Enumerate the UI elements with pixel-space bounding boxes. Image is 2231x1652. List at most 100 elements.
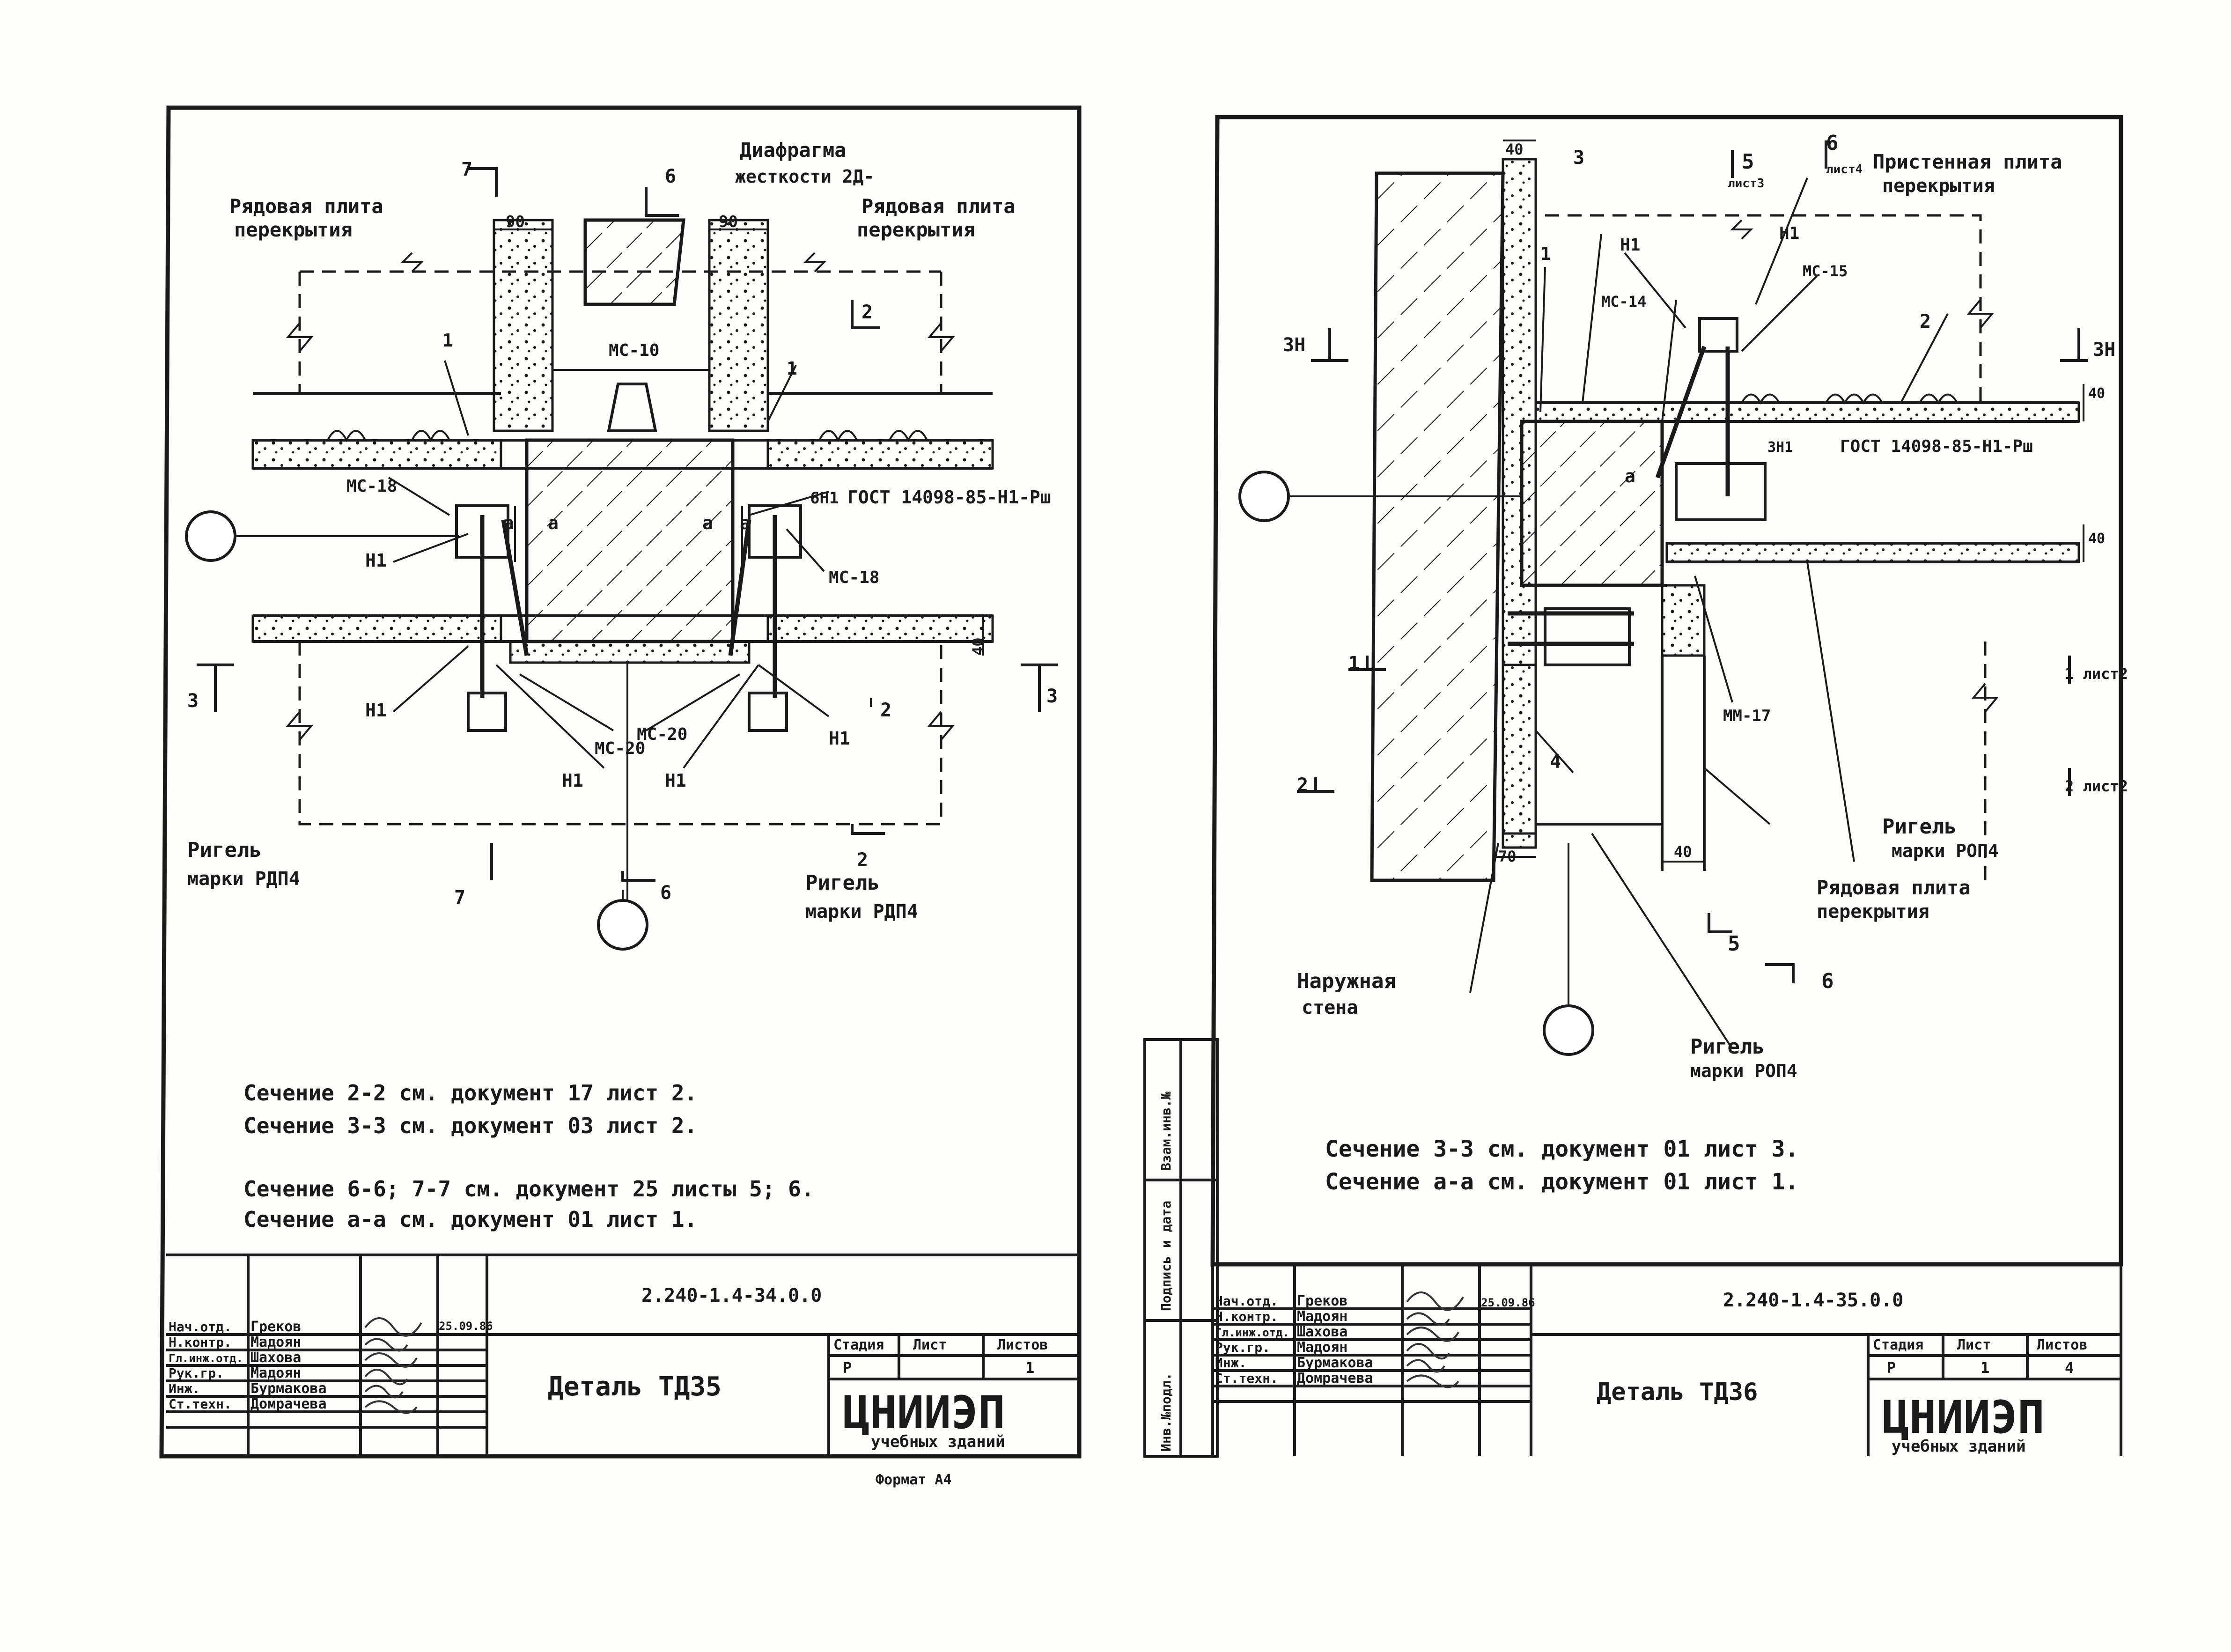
right-central-node (1520, 420, 1664, 587)
right-role-3: Рук.гр. (1215, 1340, 1270, 1355)
side-stamp-0: Инв.№подл. (1158, 1372, 1174, 1452)
left-slab-top-strip-r (766, 439, 994, 470)
note-right-1: Сечение 3-3 см. документ 01 лист 3. (1325, 1136, 1798, 1162)
right-signatures (1406, 1291, 1464, 1388)
callout-2-c: 2 (857, 849, 868, 871)
callout-mc18-l: МС-18 (346, 477, 397, 496)
label-wall-slab: Пристенная плита (1873, 150, 2062, 173)
right-tb-org: ЦНИИЭП (1882, 1391, 2045, 1444)
right-tb-date: 25.09.86 (1481, 1296, 1535, 1309)
note-left-4: Сечение а-а см. документ 01 лист 1. (243, 1207, 697, 1232)
right-name-5: Домрачева (1297, 1370, 1373, 1386)
diaphragm-top (583, 218, 685, 306)
label-gost-prefix: 6Н1 (810, 489, 839, 508)
left-tb-title: Деталь ТД35 (548, 1372, 722, 1402)
right-anchor-box (1675, 462, 1767, 521)
left-tb-stage-h: Стадия (833, 1337, 884, 1353)
left-name-4: Бурмакова (250, 1380, 327, 1397)
label-slab-left-2: перекрытия (234, 218, 353, 241)
right-labels: Пристенная плита перекрытия Рядовая плит… (1158, 131, 2128, 1452)
right-slab-waves (1741, 393, 1958, 405)
right-slab-dash (1545, 214, 1987, 880)
r-dim-40-d: 40 (1674, 843, 1692, 861)
callout-3-l: 3 (187, 690, 199, 712)
callout-7-bot: 7 (454, 887, 465, 908)
left-role-3: Рук.гр. (169, 1365, 224, 1381)
left-signatures (364, 1317, 422, 1414)
label-girder-right: Ригель (805, 871, 880, 895)
left-slab-bot-strip-r (766, 614, 994, 643)
left-leaders (388, 360, 872, 769)
label-ref6-sheet: лист4 (1826, 162, 1863, 177)
r-dim-40-a: 40 (1505, 140, 1524, 158)
left-role-4: Инж. (169, 1381, 200, 1396)
note-left-3: Сечение 6-6; 7-7 см. документ 25 листы 5… (243, 1176, 814, 1202)
label-gost-r: ГОСТ 14098-85-Н1-Рш (1840, 437, 2033, 456)
left-tb-org: ЦНИИЭП (843, 1386, 1005, 1439)
right-slab-strip-bot (1665, 542, 2080, 563)
left-column-r (708, 219, 769, 432)
callout-2-a: 2 (861, 302, 873, 323)
callout-6-top: 6 (665, 166, 676, 187)
bar-n1-right (728, 515, 777, 698)
r-callout-n1-b: Н1 (1779, 224, 1799, 243)
label-ref2-sheet: 2 лист2 (2065, 777, 2128, 795)
right-ref-circle-l (1238, 471, 1290, 522)
right-name-3: Мадоян (1297, 1339, 1347, 1356)
right-slab-strip-top (1534, 401, 2080, 423)
right-ref-circle-b (1543, 1004, 1594, 1056)
right-sheet (1143, 115, 2123, 1458)
left-tb-code: 2.240-1.4-34.0.0 (641, 1285, 822, 1306)
label-outer-wall: Наружная (1297, 969, 1396, 993)
r-callout-1-l: 1 (1348, 653, 1360, 674)
callout-1-b: 1 (787, 358, 797, 379)
right-tb-stage-h: Стадия (1873, 1337, 1923, 1353)
callout-a-1: а (503, 513, 514, 533)
left-tb-org-2: учебных зданий (871, 1432, 1005, 1451)
label-girder-bot: Ригель (1690, 1035, 1765, 1059)
left-ref-circle-b (597, 899, 648, 951)
callout-n1-a: Н1 (365, 550, 387, 571)
left-tb-sheet-h: Лист (913, 1337, 947, 1353)
r-dim-40-b: 40 (2088, 385, 2105, 402)
label-girder-top-2: марки РОП4 (1892, 841, 1999, 861)
left-role-0: Нач.отд. (169, 1319, 232, 1335)
left-sheet (159, 105, 1082, 1459)
left-break-marks (286, 252, 955, 741)
left-title-block: 2.240-1.4-34.0.0 Деталь ТД35 Стадия Лист… (166, 1254, 1079, 1488)
r-callout-2: 2 (1920, 311, 1931, 332)
left-central-node (525, 438, 735, 643)
r-callout-3h-l: 3Н (1283, 334, 1305, 356)
right-lower-box (1544, 607, 1631, 666)
anchor-box-r-bot (748, 692, 788, 732)
diaphragm-box (552, 220, 710, 431)
right-tb-sheet: 1 (1981, 1359, 1989, 1377)
label-slab: Рядовая плита (1817, 876, 1971, 899)
callout-a-2: а (548, 513, 559, 533)
label-girder-right-2: марки РДП4 (805, 901, 918, 922)
dim-40: 40 (969, 637, 987, 656)
left-name-5: Домрачева (250, 1396, 327, 1412)
right-name-2: Шахова (1297, 1324, 1347, 1340)
callout-1-a: 1 (442, 330, 453, 351)
callout-n1-b: Н1 (365, 700, 387, 721)
right-leaders (1469, 177, 1949, 1050)
r-callout-3: 3 (1573, 147, 1584, 169)
label-wall-slab-2: перекрытия (1882, 175, 1995, 197)
label-diaphragm: Диафрагма (740, 139, 847, 162)
dim-90-r: 90 (719, 213, 738, 231)
note-left-1: Сечение 2-2 см. документ 17 лист 2. (243, 1080, 697, 1106)
label-slab-2: перекрытия (1817, 901, 1929, 922)
callout-mc10: МС-10 (609, 341, 659, 360)
left-ref-circle-l (185, 510, 236, 562)
right-anchor-top (1698, 317, 1738, 353)
callout-mc20-l: МС-20 (595, 739, 645, 758)
mc10-plate (607, 383, 657, 432)
left-name-3: Мадоян (250, 1365, 301, 1381)
label-gost: ГОСТ 14098-85-Н1-Рш (847, 487, 1051, 508)
left-role-5: Ст.техн. (169, 1396, 232, 1412)
r-callout-4: 4 (1550, 751, 1561, 773)
left-tb-format: Формат А4 (876, 1472, 952, 1488)
left-sheet-frame (159, 105, 1082, 1459)
callout-n1-e: Н1 (665, 770, 686, 791)
